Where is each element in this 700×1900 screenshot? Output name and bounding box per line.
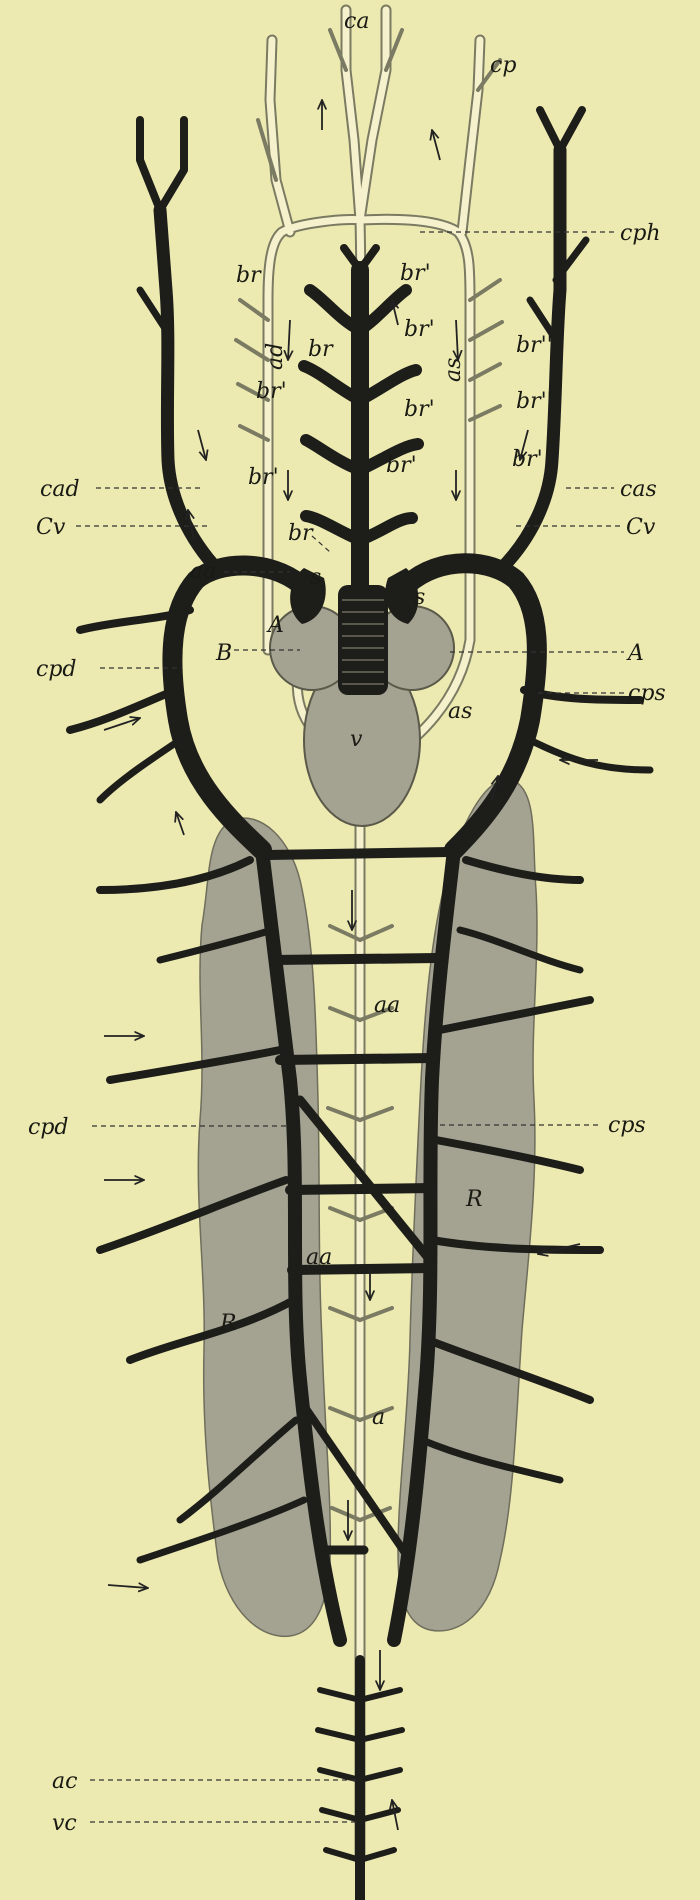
label-r-left: R bbox=[219, 1311, 237, 1336]
label-cv-right: Cv bbox=[626, 515, 656, 540]
label-a-low: a bbox=[372, 1405, 385, 1430]
label-aa-top: aa bbox=[190, 559, 216, 584]
label-cp: cp bbox=[490, 53, 516, 78]
label-br-5: br' bbox=[404, 397, 435, 422]
label-ac: ac bbox=[52, 1769, 77, 1794]
label-r-right: R bbox=[465, 1187, 483, 1212]
label-br-center: br bbox=[288, 521, 314, 546]
label-aa-mid: aa bbox=[374, 993, 400, 1018]
label-s-left: s bbox=[310, 565, 321, 590]
bulbus-arteriosus bbox=[338, 585, 388, 695]
label-aa-low: aa bbox=[306, 1245, 332, 1270]
label-cps-top: cps bbox=[628, 681, 666, 706]
label-br-3: br' bbox=[404, 317, 435, 342]
label-ca: ca bbox=[344, 9, 369, 34]
label-b: B bbox=[215, 641, 232, 666]
label-br-4: br bbox=[308, 337, 334, 362]
label-cph: cph bbox=[620, 221, 661, 246]
label-cps-mid: cps bbox=[608, 1113, 646, 1138]
label-br-2: br bbox=[236, 263, 262, 288]
label-cv-left: Cv bbox=[36, 515, 66, 540]
label-br-6: br'' bbox=[516, 333, 553, 358]
label-cad: cad bbox=[40, 477, 80, 502]
label-cpd-mid: cpd bbox=[28, 1115, 69, 1140]
label-br-9: br' bbox=[256, 379, 287, 404]
label-as-mid: as bbox=[448, 699, 472, 724]
label-vc: vc bbox=[52, 1811, 77, 1836]
label-s-right: s bbox=[414, 585, 425, 610]
label-as-top: as bbox=[441, 358, 466, 382]
label-cas: cas bbox=[620, 477, 657, 502]
label-br-1: br' bbox=[400, 261, 431, 286]
label-v: v bbox=[350, 727, 363, 752]
label-br-left: br' bbox=[248, 465, 279, 490]
label-a-right: A bbox=[626, 641, 644, 666]
label-br-10: br' bbox=[386, 453, 417, 478]
label-cpd-top: cpd bbox=[36, 657, 77, 682]
label-br-8: br' bbox=[512, 447, 543, 472]
label-ad: ad bbox=[263, 343, 288, 370]
label-a-left: A bbox=[266, 613, 284, 638]
label-br-7: br'' bbox=[516, 389, 553, 414]
